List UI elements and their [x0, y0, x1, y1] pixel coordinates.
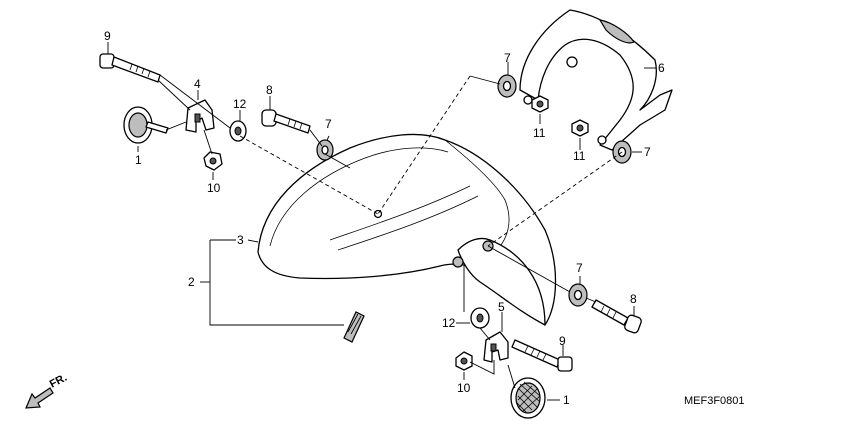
nut-11-stay-left	[531, 95, 549, 113]
diagram-code: MEF3F0801	[684, 395, 745, 407]
nut-11-stay-right	[571, 119, 589, 137]
callout-7-stay-top: 7	[504, 51, 511, 65]
nut-10-lower	[455, 351, 473, 371]
grommet-1-lower	[510, 377, 546, 419]
callout-8-upper: 8	[266, 83, 273, 97]
callout-11-left: 11	[533, 126, 546, 140]
callouts: 9 4 12 8 7 1 10 7 6 11 11 7 3 2 7 8 5 12…	[104, 29, 665, 407]
bolt-9-upper	[99, 53, 161, 83]
callout-2: 2	[188, 275, 195, 289]
bolt-8-lower	[591, 299, 642, 334]
callout-5: 5	[498, 300, 505, 314]
callout-7-upper: 7	[325, 117, 332, 131]
emblem-strip	[343, 311, 365, 343]
callout-9-upper: 9	[104, 29, 111, 43]
callout-12-lower: 12	[442, 316, 456, 330]
callout-7-lower: 7	[576, 261, 583, 275]
bolt-8-upper	[261, 109, 311, 134]
callout-6: 6	[658, 61, 665, 75]
callout-10-upper: 10	[207, 181, 221, 195]
collar-7-lower	[568, 283, 588, 307]
bolt-9-lower	[511, 339, 573, 372]
nut-10-upper	[203, 151, 223, 171]
front-direction-indicator: FR.	[25, 372, 69, 409]
collar-7-stay-upper	[497, 74, 517, 98]
direction-label: FR.	[48, 372, 69, 391]
callout-10-lower: 10	[457, 381, 471, 395]
callout-1-lower: 1	[563, 393, 570, 407]
grommet-1-upper	[123, 106, 169, 144]
callout-11-right: 11	[573, 149, 586, 163]
washer-12-lower	[470, 307, 490, 329]
front-fender	[257, 133, 557, 326]
clip-bracket-4	[185, 99, 215, 133]
callout-1-upper: 1	[135, 153, 142, 167]
callout-12-upper: 12	[233, 97, 247, 111]
callout-7-stay-right: 7	[644, 145, 651, 159]
washer-12-upper	[229, 120, 247, 142]
callout-3: 3	[237, 233, 244, 247]
callout-9-lower: 9	[559, 334, 566, 348]
direction-arrow-icon	[25, 387, 54, 409]
fender-stay-bracket	[519, 9, 673, 151]
leader-lines	[107, 42, 656, 401]
callout-4: 4	[194, 77, 201, 91]
callout-8-lower: 8	[630, 292, 637, 306]
